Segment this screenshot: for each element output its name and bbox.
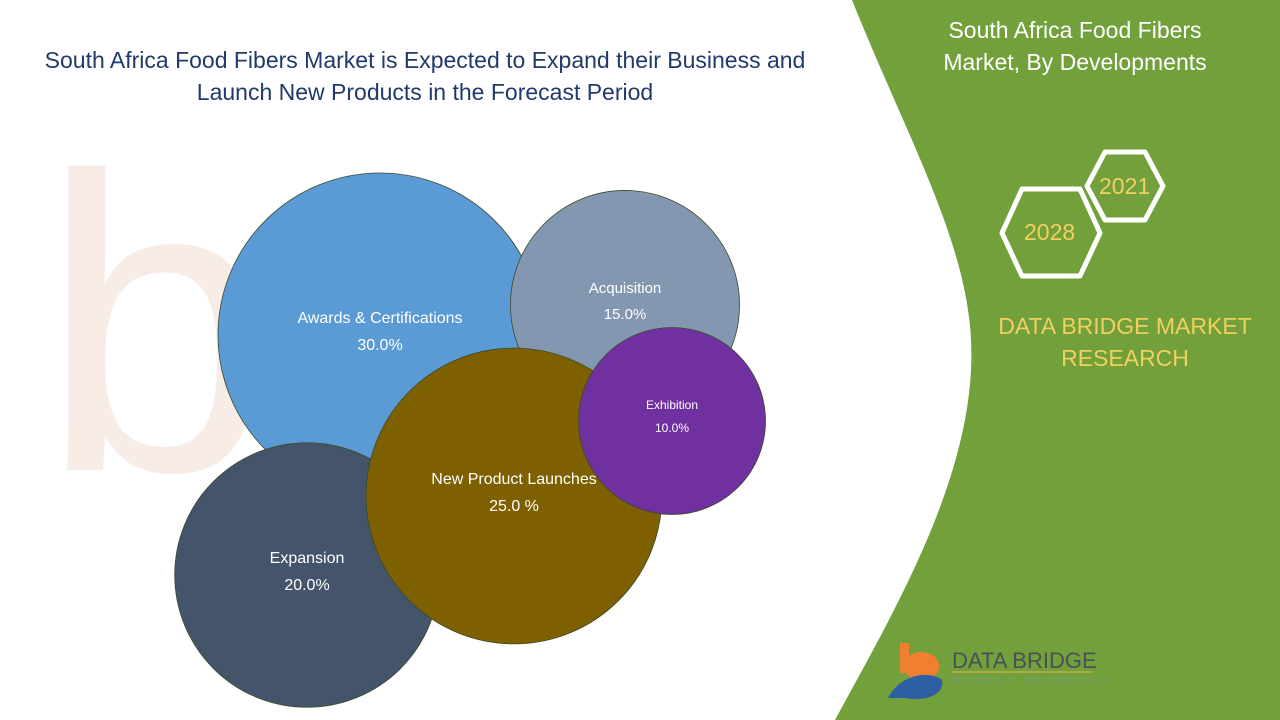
bubble-value-label: 30.0%	[357, 337, 402, 354]
green-panel	[835, 0, 1280, 720]
brand-name: DATA BRIDGE MARKET RESEARCH	[990, 310, 1260, 374]
panel-title-line-2: Market, By Developments	[943, 49, 1207, 75]
bubble-name-label: Expansion	[270, 550, 345, 567]
logo-name: DATA BRIDGE	[952, 648, 1097, 673]
panel-title: South Africa Food Fibers Market, By Deve…	[915, 14, 1235, 78]
brand-line-1: DATA BRIDGE MARKET	[998, 313, 1252, 339]
bubble-value-label: 25.0 %	[489, 498, 539, 515]
bubble-value-label: 10.0%	[655, 421, 689, 435]
logo-subtitle: MARKET RESEARCH	[952, 678, 1112, 685]
bubble-name-label: Acquisition	[589, 280, 662, 297]
hexagon-2028	[999, 186, 1103, 279]
title-line-1: South Africa Food Fibers Market is Expec…	[44, 47, 806, 73]
bubble-name-label: Awards & Certifications	[297, 310, 462, 327]
bubble-exhibition	[578, 327, 766, 515]
bubble-name-label: New Product Launches	[431, 471, 596, 488]
title-line-2: Launch New Products in the Forecast Peri…	[196, 79, 654, 105]
panel-title-line-1: South Africa Food Fibers	[948, 17, 1202, 43]
year-start: 2021	[1099, 173, 1151, 199]
brand-line-2: RESEARCH	[1061, 345, 1189, 371]
bubble-chart: Awards & Certifications 30.0% Acquisition 1…	[174, 172, 766, 708]
page-title: South Africa Food Fibers Market is Expec…	[20, 44, 830, 108]
hexagon-2021	[1084, 149, 1166, 223]
bubble-value-label: 20.0%	[284, 577, 329, 594]
bubble-name-label: Exhibition	[646, 398, 698, 412]
year-end: 2028	[1024, 219, 1076, 245]
bubble-value-label: 15.0%	[604, 306, 647, 323]
logo-icon	[888, 643, 943, 700]
